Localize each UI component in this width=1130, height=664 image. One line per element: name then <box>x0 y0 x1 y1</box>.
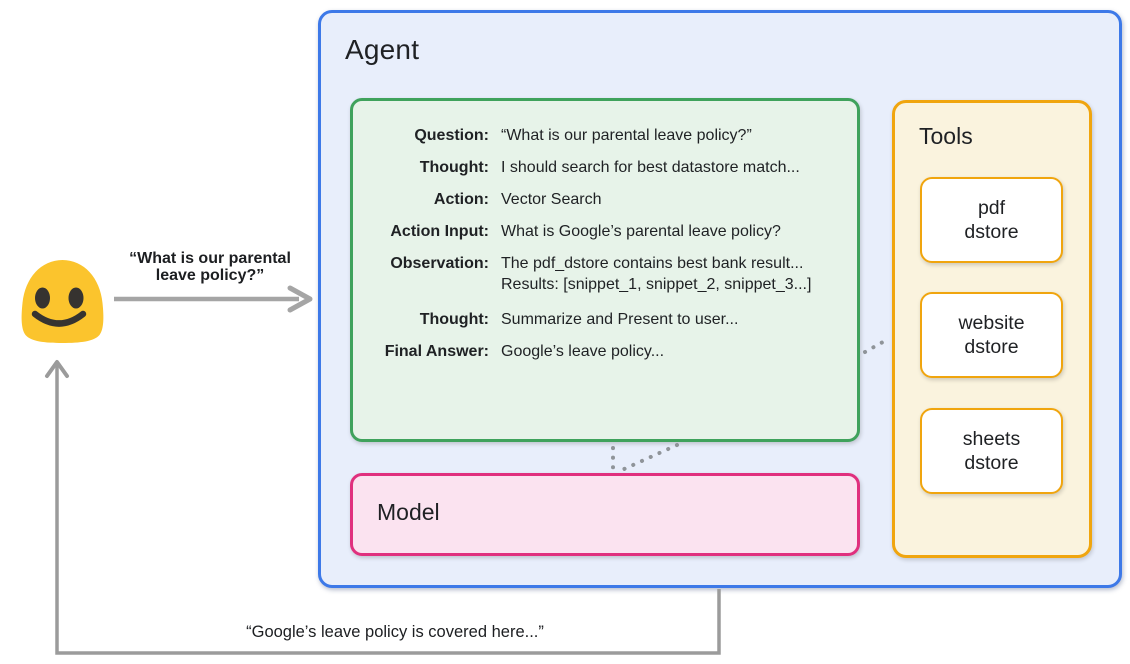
scratchpad-row-question: Question: “What is our parental leave po… <box>353 125 849 146</box>
agent-title: Agent <box>345 34 420 65</box>
row-value: The pdf_dstore contains best bank result… <box>501 253 849 295</box>
tool-card-sheets-dstore: sheets dstore <box>920 408 1063 494</box>
scratchpad-row-final-answer: Final Answer: Google’s leave policy... <box>353 341 849 362</box>
row-value: Vector Search <box>501 191 602 208</box>
tool-card-pdf-dstore: pdf dstore <box>920 177 1063 263</box>
emoji-body <box>21 260 104 343</box>
row-value: Google’s leave policy... <box>501 343 665 360</box>
row-label: Action Input: <box>390 223 489 240</box>
scratchpad-row-action: Action: Vector Search <box>353 189 849 210</box>
row-label: Final Answer: <box>384 343 489 360</box>
model-title: Model <box>377 499 440 525</box>
user-emoji-blob-face-icon <box>21 260 104 343</box>
row-label: Action: <box>433 191 489 208</box>
tool-card-label: pdf <box>977 197 1006 219</box>
scratchpad-row-thought-1: Thought: I should search for best datast… <box>353 157 849 178</box>
observation-line-1: The pdf_dstore contains best bank result… <box>501 255 804 272</box>
row-value: Summarize and Present to user... <box>501 311 739 328</box>
scratchpad-row-action-input: Action Input: What is Google’s parental … <box>353 221 849 242</box>
user-request-text: “What is our parental leave policy?” <box>110 250 310 284</box>
tool-card-label: sheets <box>962 428 1021 450</box>
row-value: I should search for best datastore match… <box>501 159 800 176</box>
scratchpad-row-observation: Observation: The pdf_dstore contains bes… <box>353 253 849 295</box>
request-arrow <box>114 285 313 313</box>
row-label: Question: <box>414 127 489 144</box>
emoji-left-eye <box>35 287 50 309</box>
scratchpad-row-thought-2: Thought: Summarize and Present to user..… <box>353 309 849 330</box>
user-request-line2: leave policy?” <box>155 266 265 284</box>
react-scratchpad: Question: “What is our parental leave po… <box>350 98 860 442</box>
tool-card-label: website <box>958 312 1025 334</box>
emoji-smile <box>31 310 87 327</box>
tool-card-label: dstore <box>964 336 1019 358</box>
request-arrowhead-icon <box>287 285 313 313</box>
tool-card-label: dstore <box>964 221 1019 243</box>
observation-line-2: Results: [snippet_1, snippet_2, snippet_… <box>501 276 812 293</box>
tools-title: Tools <box>919 123 973 149</box>
row-label: Observation: <box>390 255 489 272</box>
response-arrowhead-icon <box>45 360 69 378</box>
tool-card-label: dstore <box>964 452 1019 474</box>
user-request-line1: “What is our parental <box>129 250 291 267</box>
emoji-right-eye <box>68 287 84 309</box>
row-value: What is Google’s parental leave policy? <box>501 223 781 240</box>
row-label: Thought: <box>419 311 489 328</box>
row-label: Thought: <box>419 159 489 176</box>
row-value: “What is our parental leave policy?” <box>501 127 752 144</box>
tool-card-website-dstore: website dstore <box>920 292 1063 378</box>
agent-response-text: “Google’s leave policy is covered here..… <box>246 623 544 641</box>
